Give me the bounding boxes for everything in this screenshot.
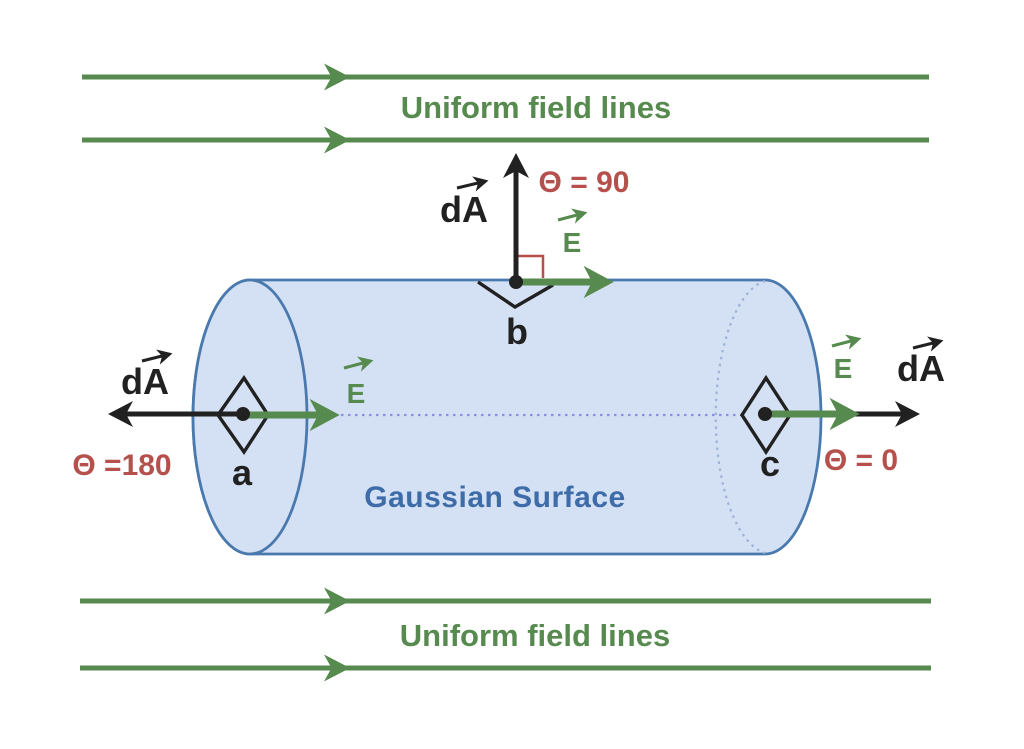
- vector-hat-icon: [557, 208, 588, 224]
- point-label-a: a: [232, 452, 253, 493]
- angle-label-c: Θ = 0: [824, 444, 898, 477]
- vector-hat-icon: [141, 349, 173, 365]
- vector-hat-icon: [343, 356, 374, 372]
- field-lines-top: Uniform field lines: [82, 63, 929, 154]
- point-dot-a: [236, 407, 250, 421]
- point-b-group: b dA E Θ = 90: [440, 153, 630, 352]
- area-vector-label-a: dA: [121, 361, 169, 402]
- gaussian-surface-cylinder: Gaussian Surface: [191, 278, 823, 556]
- point-label-c: c: [760, 443, 780, 484]
- angle-label-a: Θ =180: [72, 449, 171, 482]
- area-vector-label-c: dA: [897, 348, 945, 389]
- point-dot-c: [758, 407, 772, 421]
- field-lines-label-top: Uniform field lines: [401, 90, 671, 125]
- vector-hat-icon: [831, 334, 862, 350]
- vector-hat-icon: [456, 176, 489, 192]
- angle-label-b: Θ = 90: [539, 166, 630, 199]
- field-vector-label-c: E: [834, 353, 853, 384]
- right-angle-mark: [517, 254, 545, 278]
- surface-label: Gaussian Surface: [364, 481, 625, 514]
- point-a-group: a dA E Θ =180: [72, 349, 374, 493]
- field-vector-label-b: E: [563, 227, 582, 258]
- area-vector-label-b: dA: [440, 189, 488, 230]
- point-c-group: c dA E Θ = 0: [739, 334, 945, 484]
- point-dot-b: [509, 275, 523, 289]
- area-element-wedge-b: [477, 280, 554, 310]
- field-vector-label-a: E: [347, 378, 366, 409]
- point-label-b: b: [506, 311, 528, 352]
- vector-hat-icon: [912, 336, 944, 352]
- field-lines-label-bottom: Uniform field lines: [400, 618, 670, 653]
- field-lines-bottom: Uniform field lines: [80, 587, 931, 682]
